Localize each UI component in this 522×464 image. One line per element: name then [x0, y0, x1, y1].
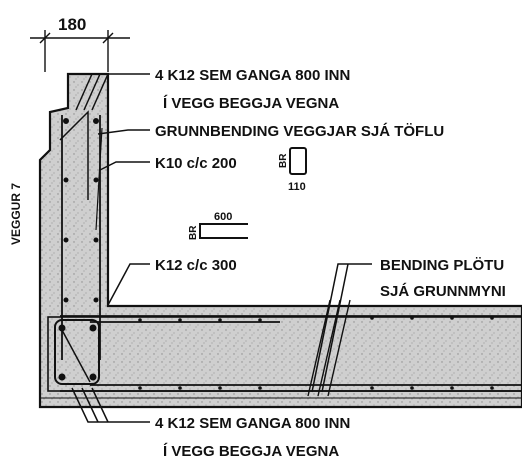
slab-bending-callout-line1: BENDING PLÖTU — [380, 257, 504, 274]
bent-bar-detail-dim: 600 — [214, 211, 232, 223]
bottom-bars-callout-line2: Í VEGG BEGGJA VEGNA — [163, 443, 339, 460]
basic-reinforcement-callout: GRUNNBENDING VEGGJAR SJÁ TÖFLU — [155, 123, 444, 140]
stirrup-shape-detail — [289, 147, 307, 175]
stirrup-detail-dim: 110 — [288, 181, 306, 193]
k10-callout: K10 c/c 200 — [155, 155, 237, 172]
wall-label: VEGGUR 7 — [9, 183, 23, 245]
concrete-section — [38, 72, 522, 409]
edge-beam-stirrup — [54, 319, 100, 385]
bent-bar-detail-side-label: BR — [188, 225, 199, 240]
leader-lines — [71, 73, 372, 423]
slab-bar-dots — [138, 316, 494, 390]
dimension-line-180 — [30, 30, 130, 72]
slab-bending-callout-line2: SJÁ GRUNNMYNI — [380, 283, 506, 300]
k12-callout: K12 c/c 300 — [155, 257, 237, 274]
top-bars-callout-line2: Í VEGG BEGGJA VEGNA — [163, 95, 339, 112]
slab-reinforcement — [60, 299, 522, 397]
bent-bar-shape-detail — [199, 223, 248, 239]
stirrup-detail-side-label: BR — [278, 153, 289, 168]
top-bars-callout-line1: 4 K12 SEM GANGA 800 INN — [155, 67, 350, 84]
dimension-180: 180 — [58, 15, 86, 34]
bottom-bars-callout-line1: 4 K12 SEM GANGA 800 INN — [155, 415, 350, 432]
